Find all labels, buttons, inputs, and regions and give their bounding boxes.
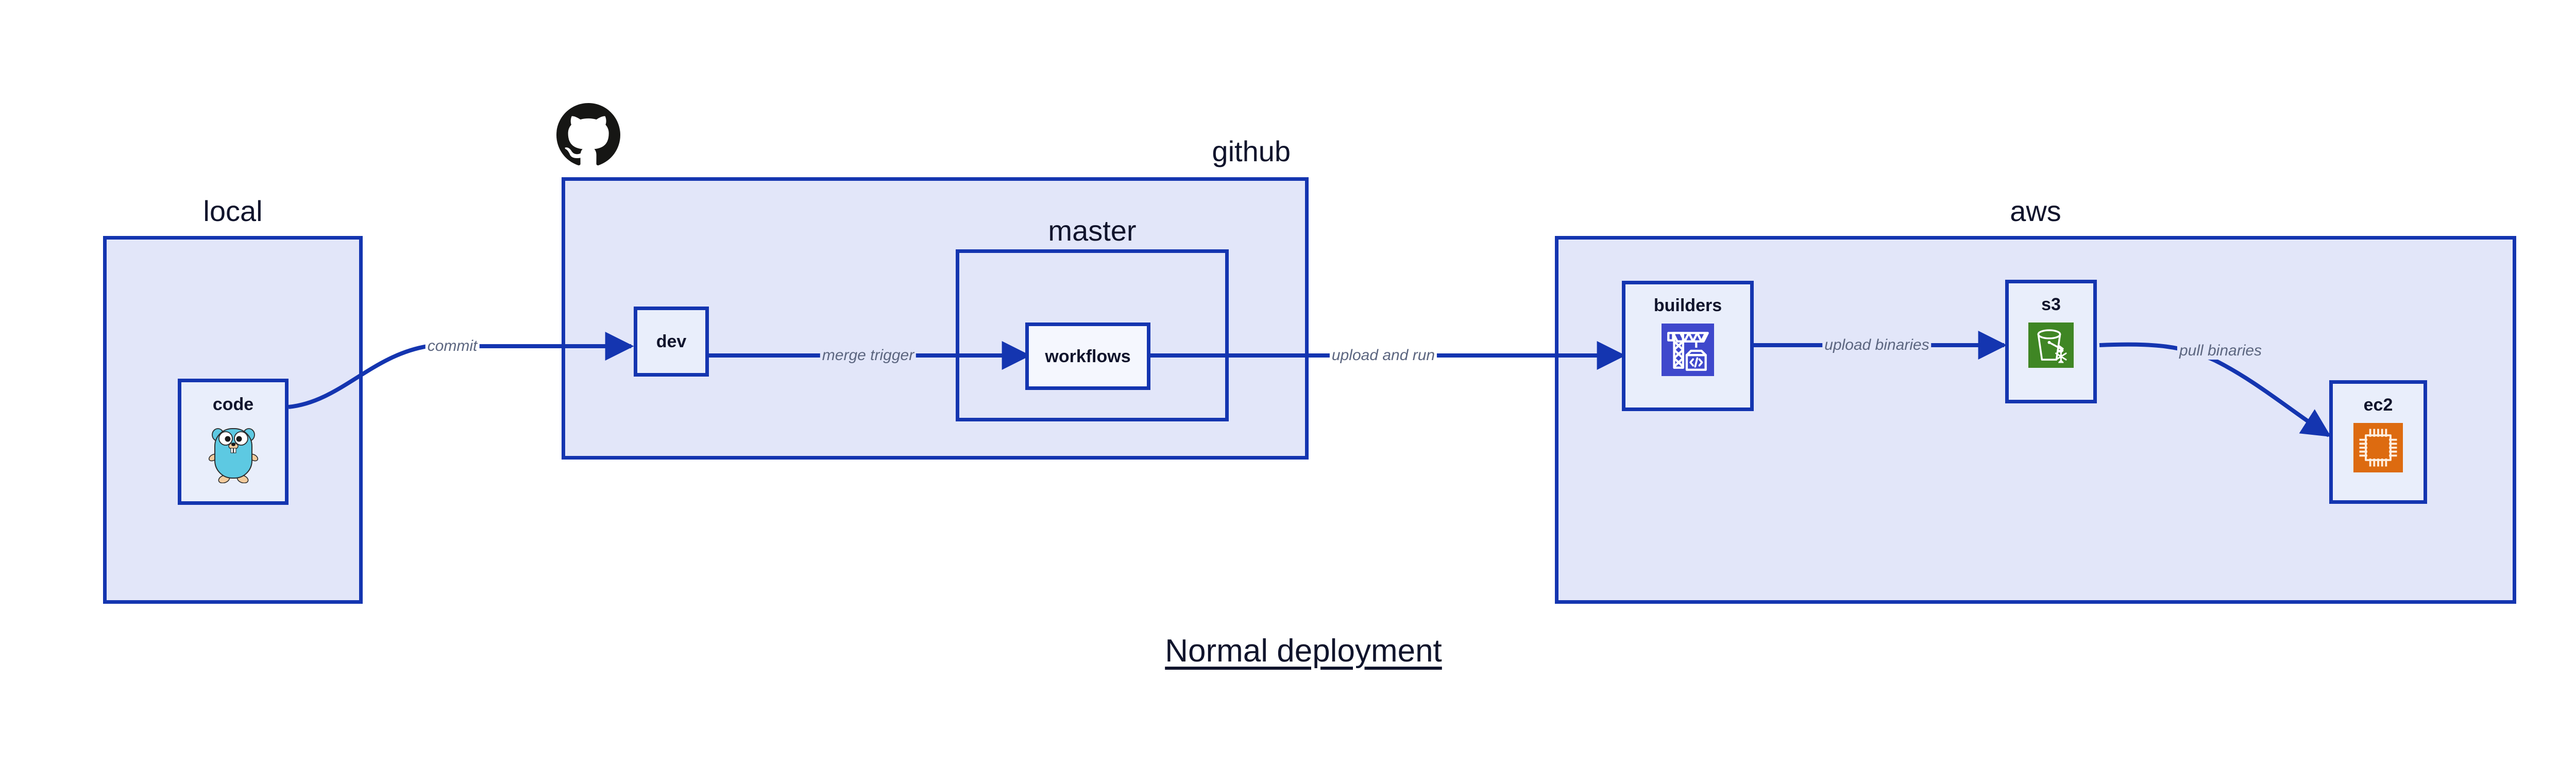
github-logo	[556, 103, 620, 167]
node-ec2[interactable]: ec2	[2329, 380, 2427, 504]
aws-codebuild-icon	[1662, 324, 1714, 379]
node-workflows-label: workflows	[1045, 346, 1131, 366]
node-ec2-label: ec2	[2363, 395, 2393, 415]
group-aws-label: aws	[2010, 195, 2061, 227]
go-gopher-icon	[207, 422, 260, 486]
group-github-label: github	[1212, 135, 1291, 167]
edge-label-pull-binaries: pull binaries	[2177, 342, 2264, 360]
aws-ec2-chip-icon	[2353, 423, 2403, 475]
node-code[interactable]: code	[178, 379, 289, 505]
node-dev[interactable]: dev	[634, 307, 709, 377]
aws-s3-bucket-icon	[2028, 322, 2074, 370]
node-builders-label: builders	[1653, 296, 1722, 315]
node-workflows[interactable]: workflows	[1025, 322, 1150, 390]
node-s3[interactable]: s3	[2005, 280, 2097, 403]
edge-label-commit: commit	[425, 337, 480, 355]
node-builders[interactable]: builders	[1622, 281, 1754, 411]
node-s3-label: s3	[2041, 295, 2061, 314]
edge-label-upload-binaries: upload binaries	[1822, 336, 1931, 354]
edge-label-upload-and-run: upload and run	[1329, 347, 1437, 364]
node-dev-label: dev	[656, 332, 687, 351]
diagram-title: Normal deployment	[1165, 633, 1442, 669]
group-local-label: local	[203, 195, 263, 227]
group-master-label: master	[1048, 214, 1137, 247]
edge-label-merge-trigger: merge trigger	[820, 347, 917, 364]
node-code-label: code	[212, 395, 254, 414]
